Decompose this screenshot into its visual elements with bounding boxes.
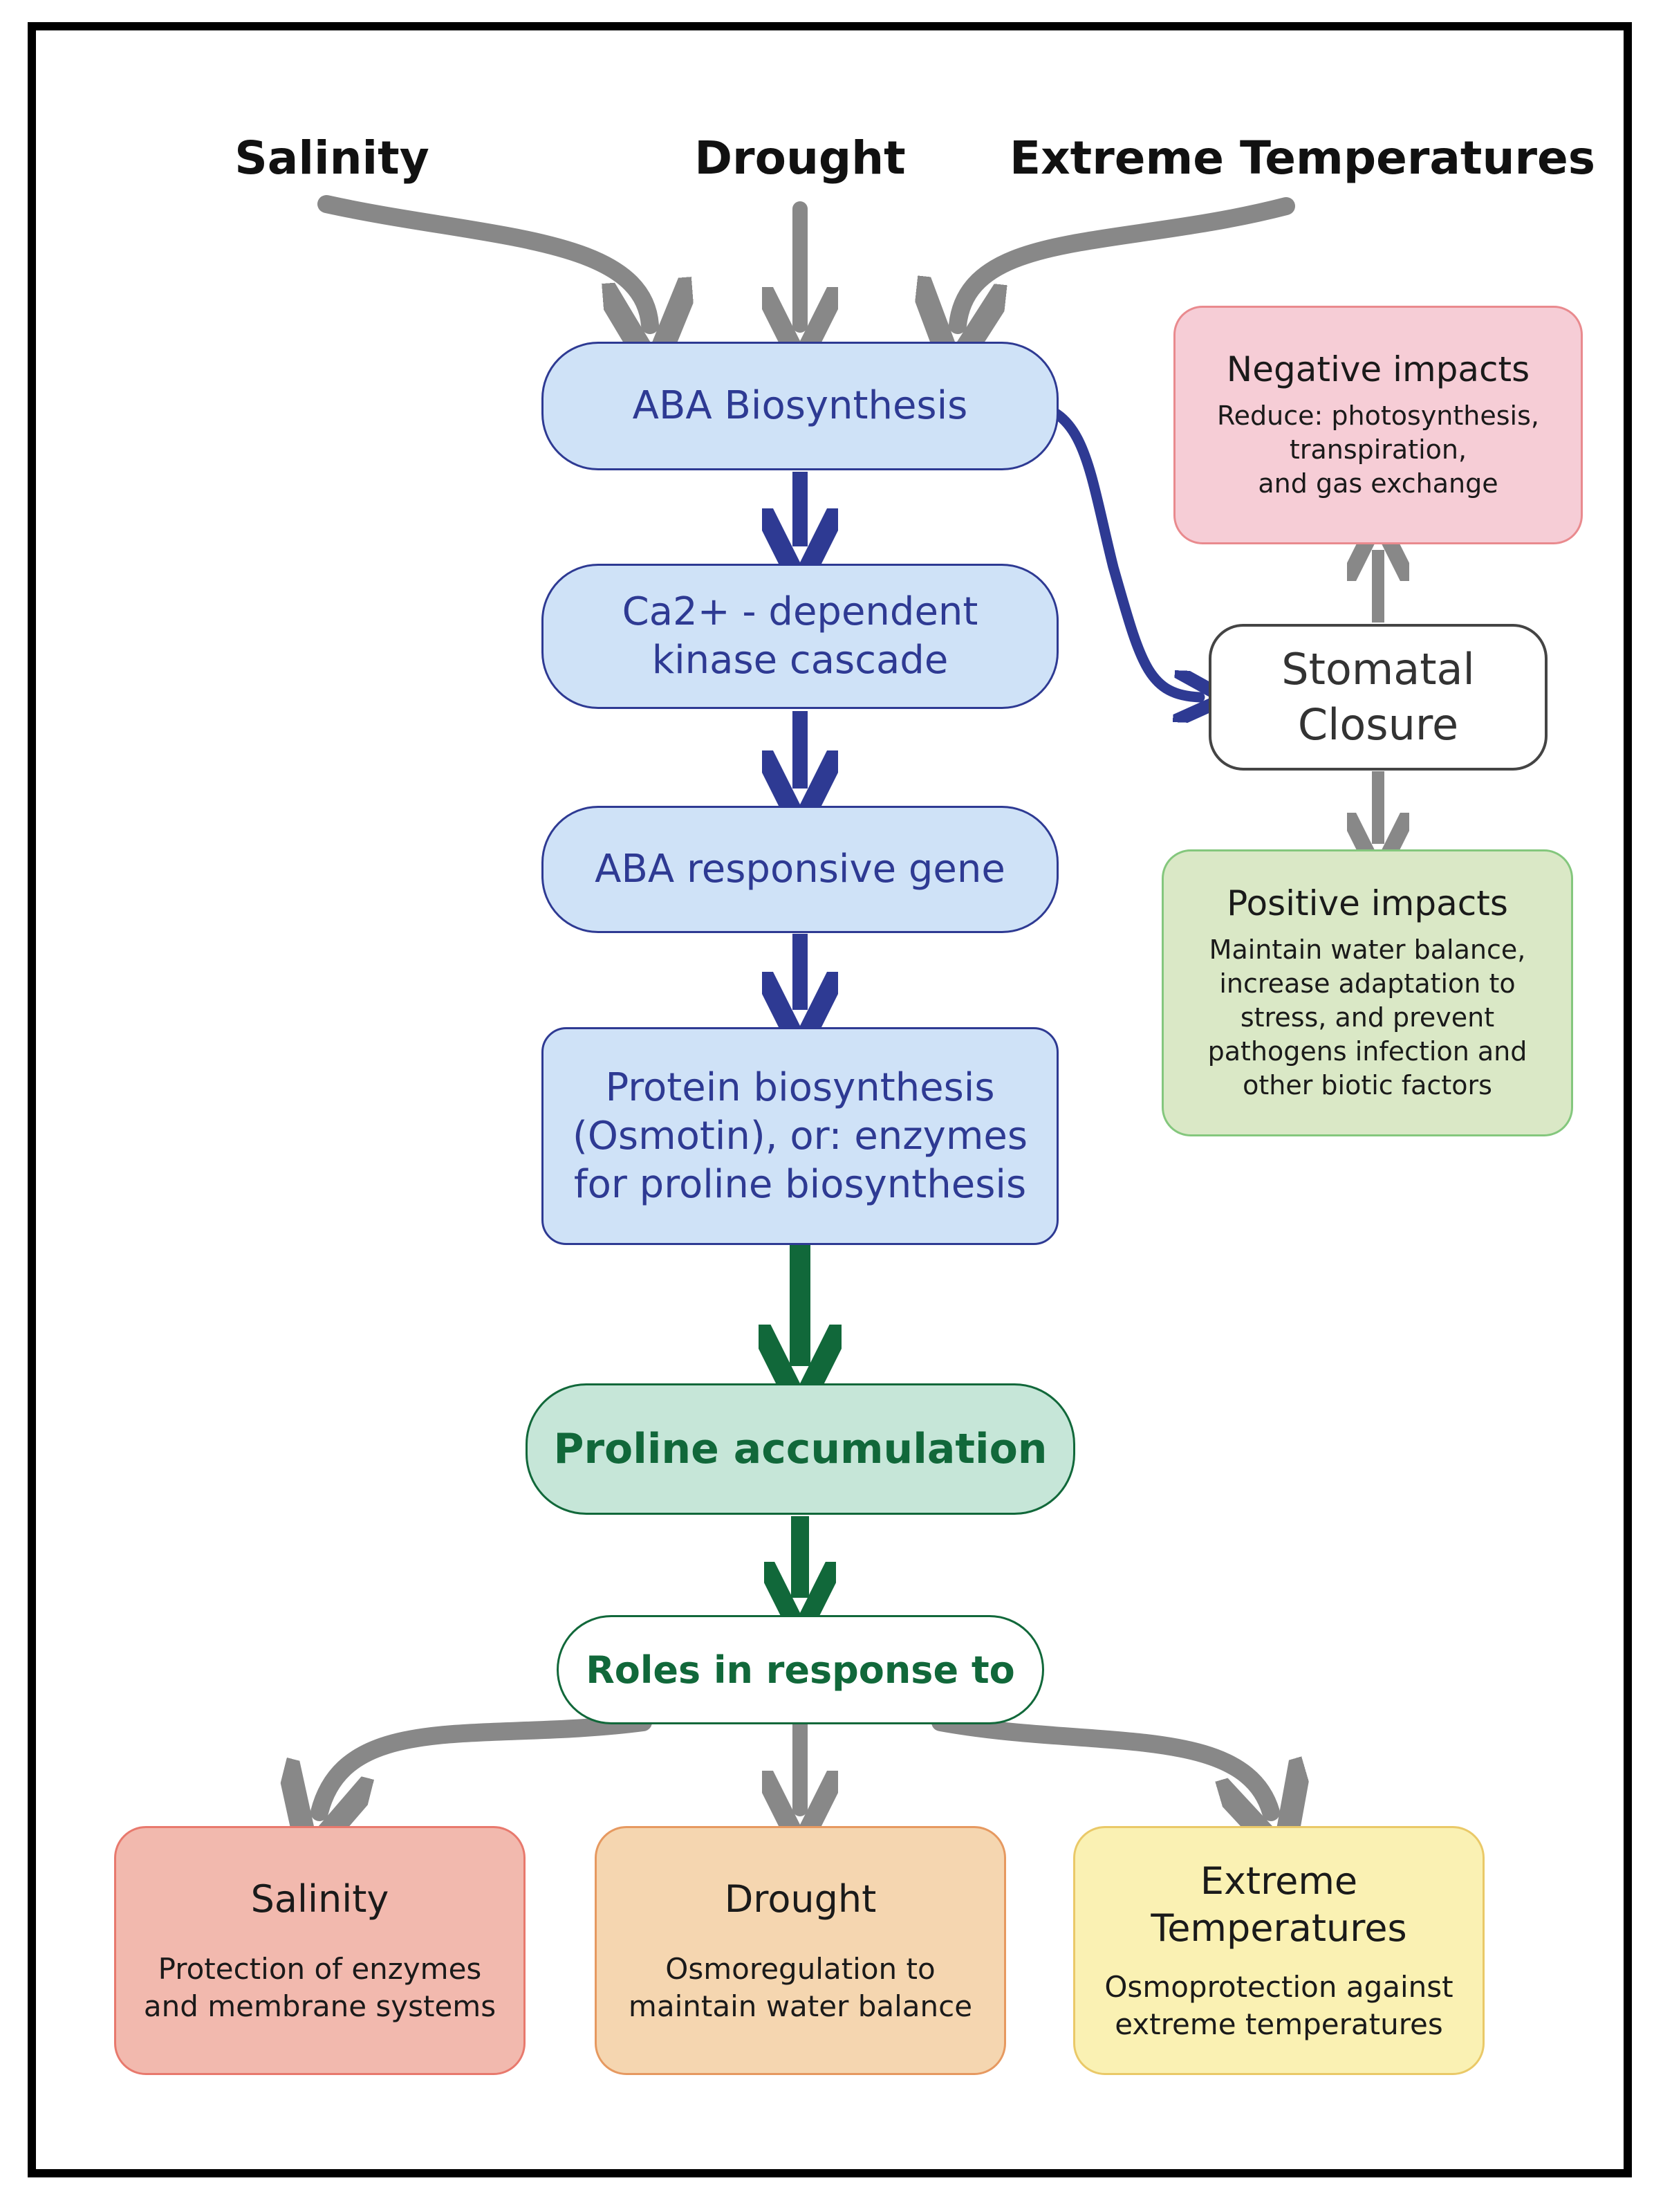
positive-impacts-line: pathogens infection and (1207, 1036, 1527, 1067)
negative-impacts-title: Negative impacts (1226, 349, 1530, 389)
arrow-roles-to-extreme (931, 1713, 1271, 1812)
stomatal-line1: Stomatal (1281, 644, 1475, 694)
outcome-salinity-title: Salinity (250, 1877, 389, 1921)
outcome-drought-line: maintain water balance (628, 1989, 973, 2023)
stressor-extreme-temperatures: Extreme Temperatures (1010, 131, 1596, 185)
positive-impacts-title: Positive impacts (1227, 883, 1508, 923)
negative-impacts-box: Negative impacts Reduce: photosynthesis,… (1173, 306, 1583, 544)
outcome-extreme-line: Osmoprotection against (1104, 1970, 1453, 2004)
outcome-drought-title: Drought (724, 1877, 877, 1921)
outcome-salinity-box: Salinity Protection of enzymes and membr… (114, 1826, 526, 2075)
outcome-extreme-desc: Osmoprotection against extreme temperatu… (1104, 1969, 1453, 2043)
kinase-cascade-line2: kinase cascade (651, 638, 949, 683)
positive-impacts-line: increase adaptation to (1219, 968, 1516, 999)
positive-impacts-box: Positive impacts Maintain water balance,… (1162, 849, 1573, 1136)
kinase-cascade-line1: Ca2+ - dependent (622, 589, 978, 634)
aba-biosynthesis-label: ABA Biosynthesis (632, 383, 968, 428)
stomatal-closure-box: Stomatal Closure (1209, 624, 1548, 771)
protein-biosynthesis-box: Protein biosynthesis (Osmotin), or: enzy… (541, 1027, 1059, 1245)
negative-impacts-line: and gas exchange (1258, 468, 1498, 499)
aba-biosynthesis-box: ABA Biosynthesis (541, 342, 1059, 470)
outcome-salinity-desc: Protection of enzymes and membrane syste… (144, 1951, 496, 2025)
arrow-salinity-to-aba (317, 195, 650, 325)
kinase-cascade-box: Ca2+ - dependent kinase cascade (541, 564, 1059, 709)
outcome-extreme-box: Extreme Temperatures Osmoprotection agai… (1073, 1826, 1485, 2075)
stomatal-line2: Closure (1297, 699, 1459, 750)
outcome-extreme-title-line1: Extreme (1200, 1859, 1358, 1903)
outcome-salinity-line: and membrane systems (143, 1989, 496, 2023)
stressor-drought: Drought (694, 131, 906, 185)
outcome-salinity-line: Protection of enzymes (158, 1952, 482, 1986)
protein-line3: for proline biosynthesis (573, 1161, 1027, 1207)
negative-impacts-line: Reduce: photosynthesis, (1216, 400, 1539, 431)
outcome-drought-desc: Osmoregulation to maintain water balance (629, 1951, 972, 2025)
aba-responsive-gene-box: ABA responsive gene (541, 806, 1059, 933)
outcome-drought-line: Osmoregulation to (665, 1952, 936, 1986)
roles-box: Roles in response to (557, 1615, 1044, 1724)
stressor-salinity: Salinity (234, 131, 429, 185)
negative-impacts-line: transpiration, (1289, 434, 1467, 465)
arrow-extreme-to-aba (958, 197, 1295, 325)
protein-line1: Protein biosynthesis (605, 1064, 995, 1110)
figure-frame (28, 22, 1632, 2177)
positive-impacts-line: stress, and prevent (1240, 1002, 1495, 1033)
arrow-aba-to-stomatal (1021, 399, 1200, 697)
arrow-roles-to-salinity (319, 1713, 652, 1812)
roles-label: Roles in response to (586, 1648, 1015, 1692)
outcome-drought-box: Drought Osmoregulation to maintain water… (595, 1826, 1006, 2075)
outcome-extreme-line: extreme temperatures (1115, 2007, 1443, 2041)
proline-accumulation-box: Proline accumulation (526, 1383, 1075, 1515)
positive-impacts-line: other biotic factors (1243, 1070, 1492, 1100)
outcome-extreme-title-line2: Temperatures (1151, 1906, 1407, 1950)
protein-line2: (Osmotin), or: enzymes (573, 1113, 1028, 1159)
positive-impacts-line: Maintain water balance, (1209, 934, 1526, 965)
aba-responsive-gene-label: ABA responsive gene (595, 847, 1005, 892)
proline-accumulation-label: Proline accumulation (553, 1425, 1048, 1473)
